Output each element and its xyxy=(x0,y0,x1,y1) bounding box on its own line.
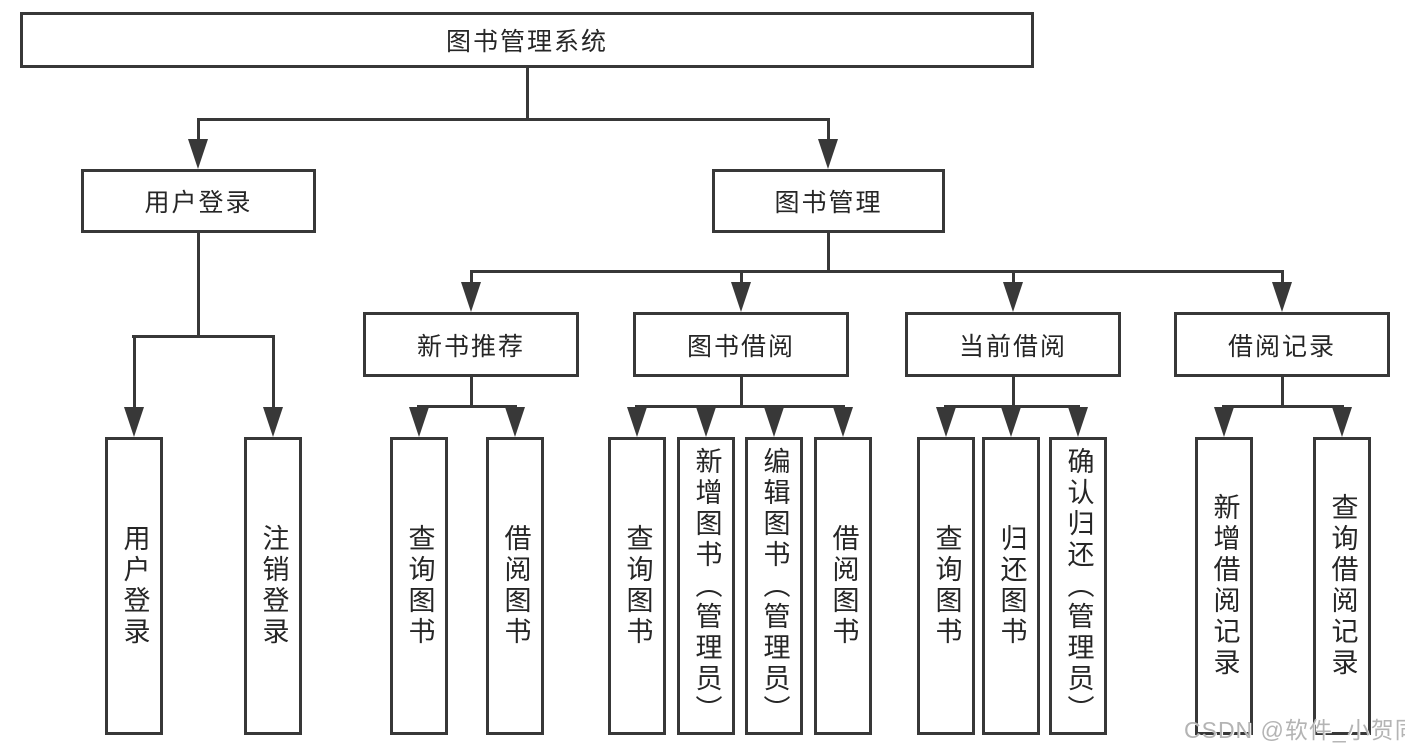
connector-line xyxy=(827,233,830,273)
connector-line xyxy=(526,68,529,121)
leaf-recommend-query-books: 查询图书 xyxy=(390,437,448,735)
connector-line xyxy=(470,377,473,408)
leaf-label: 查询借阅记录 xyxy=(1327,493,1358,679)
connector-line xyxy=(635,405,845,408)
connector-line xyxy=(944,405,1080,408)
leaf-borrow-edit-books-admin: 编辑图书（管理员） xyxy=(745,437,803,735)
connector-line xyxy=(1281,270,1284,288)
leaf-label: 编辑图书（管理员） xyxy=(759,446,790,726)
leaf-recommend-borrow-books: 借阅图书 xyxy=(486,437,544,735)
connector-line xyxy=(197,118,200,148)
node-borrowing-records: 借阅记录 xyxy=(1174,312,1390,377)
leaf-borrow-borrow-books: 借阅图书 xyxy=(814,437,872,735)
connector-line xyxy=(197,233,200,338)
node-label: 借阅记录 xyxy=(1227,332,1336,361)
connector-line xyxy=(740,377,743,408)
connector-line xyxy=(740,270,743,288)
connector-line xyxy=(827,118,830,148)
connector-line xyxy=(470,270,1284,273)
arrow-down-icon xyxy=(1001,407,1021,437)
arrow-down-icon xyxy=(263,407,283,437)
node-label: 新书推荐 xyxy=(416,332,525,361)
leaf-borrow-add-books-admin: 新增图书（管理员） xyxy=(677,437,735,735)
connector-line xyxy=(133,335,136,412)
leaf-label: 查询图书 xyxy=(931,524,962,648)
connector-line xyxy=(1012,377,1015,408)
leaf-user-login: 用户登录 xyxy=(105,437,163,735)
arrow-down-icon xyxy=(1003,282,1023,312)
leaf-label: 查询图书 xyxy=(622,524,653,648)
leaf-label: 用户登录 xyxy=(119,524,150,648)
arrow-down-icon xyxy=(1068,407,1088,437)
arrow-down-icon xyxy=(1332,407,1352,437)
node-label: 当前借阅 xyxy=(958,332,1067,361)
arrow-down-icon xyxy=(764,407,784,437)
leaf-current-return-books: 归还图书 xyxy=(982,437,1040,735)
node-current-borrowing: 当前借阅 xyxy=(905,312,1121,377)
arrow-down-icon xyxy=(188,139,208,169)
leaf-records-query-borrow-record: 查询借阅记录 xyxy=(1313,437,1371,735)
leaf-label: 新增借阅记录 xyxy=(1209,493,1240,679)
leaf-label: 新增图书（管理员） xyxy=(691,446,722,726)
arrow-down-icon xyxy=(461,282,481,312)
node-new-book-recommendation: 新书推荐 xyxy=(363,312,579,377)
csdn-watermark: CSDN @软件_小贺同学 xyxy=(1184,717,1405,743)
connector-line xyxy=(1222,405,1344,408)
connector-line xyxy=(272,335,275,412)
node-label: 图书管理系统 xyxy=(445,28,608,56)
node-label: 用户登录 xyxy=(144,189,253,217)
arrow-down-icon xyxy=(1214,407,1234,437)
node-user-login: 用户登录 xyxy=(81,169,316,233)
arrow-down-icon xyxy=(124,407,144,437)
leaf-current-query-books: 查询图书 xyxy=(917,437,975,735)
connector-line xyxy=(1281,377,1284,408)
arrow-down-icon xyxy=(696,407,716,437)
connector-line xyxy=(470,270,473,288)
node-label: 图书借阅 xyxy=(686,332,795,361)
leaf-label: 注销登录 xyxy=(258,524,289,648)
node-library-management-system: 图书管理系统 xyxy=(20,12,1034,68)
leaf-label: 查询图书 xyxy=(404,524,435,648)
connector-line xyxy=(132,335,275,338)
arrow-down-icon xyxy=(627,407,647,437)
node-book-management: 图书管理 xyxy=(712,169,945,233)
leaf-borrow-query-books: 查询图书 xyxy=(608,437,666,735)
leaf-label: 确认归还（管理员） xyxy=(1063,446,1094,726)
arrow-down-icon xyxy=(818,139,838,169)
connector-line xyxy=(417,405,517,408)
connector-line xyxy=(197,118,830,121)
arrow-down-icon xyxy=(1272,282,1292,312)
leaf-records-add-borrow-record: 新增借阅记录 xyxy=(1195,437,1253,735)
node-label: 图书管理 xyxy=(774,189,883,217)
leaf-label: 归还图书 xyxy=(996,524,1027,648)
arrow-down-icon xyxy=(936,407,956,437)
connector-line xyxy=(1012,270,1015,288)
arrow-down-icon xyxy=(409,407,429,437)
leaf-label: 借阅图书 xyxy=(500,524,531,648)
node-book-borrowing: 图书借阅 xyxy=(633,312,849,377)
arrow-down-icon xyxy=(505,407,525,437)
leaf-logout-login: 注销登录 xyxy=(244,437,302,735)
arrow-down-icon xyxy=(731,282,751,312)
leaf-current-confirm-return-admin: 确认归还（管理员） xyxy=(1049,437,1107,735)
leaf-label: 借阅图书 xyxy=(828,524,859,648)
arrow-down-icon xyxy=(833,407,853,437)
